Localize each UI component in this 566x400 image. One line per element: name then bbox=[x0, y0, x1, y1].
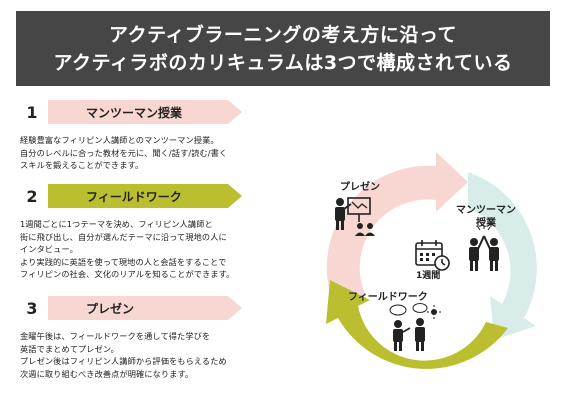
description-line: 街に飛び出し、自分が選んだテーマに沿って現地の人に bbox=[20, 231, 227, 242]
title-line-2: アクティラボのカリキュラムは3つで構成されている bbox=[53, 51, 513, 74]
section-number: 3 bbox=[16, 294, 48, 322]
section-header: 3 プレゼン bbox=[16, 294, 316, 322]
cycle-diagram: プレゼン マンツーマン 授業 フィールドワーク 1週間 bbox=[318, 150, 550, 390]
cycle-label-mantoman: マンツーマン 授業 bbox=[456, 204, 516, 230]
section-presen: 3 プレゼン 金曜午後は、フィールドワークを通して得た学びを 英語でまとめてプレ… bbox=[16, 294, 316, 380]
interview-icon bbox=[389, 303, 441, 351]
section-description: 金曜午後は、フィールドワークを通して得た学びを 英語でまとめてプレゼン。 プレゼ… bbox=[16, 330, 316, 380]
description-line: フィリピンの社会、文化のリアルを知ることができます。 bbox=[20, 269, 235, 279]
calendar-icon bbox=[415, 240, 450, 271]
section-title-bar: フィールドワーク bbox=[48, 184, 242, 208]
description-line: 経験豊富なフィリピン人講師とのマンツーマン授業。 bbox=[20, 135, 219, 145]
section-header: 2 フィールドワーク bbox=[16, 182, 316, 210]
section-title-bar: マンツーマン授業 bbox=[48, 100, 242, 124]
section-header: 1 マンツーマン授業 bbox=[16, 98, 316, 126]
cycle-label-week: 1週間 bbox=[416, 271, 441, 281]
cycle-label-mantoman-line1: マンツーマン bbox=[456, 205, 516, 216]
high-five-icon bbox=[469, 226, 499, 271]
calendar-grid bbox=[420, 253, 435, 261]
section-fieldwork: 2 フィールドワーク 1週間ごとに1つテーマを決め、フィリピン人講師と 街に飛び… bbox=[16, 182, 316, 281]
center-circle bbox=[397, 232, 469, 304]
title-banner: アクティブラーニングの考え方に沿って アクティラボのカリキュラムは3つで構成され… bbox=[16, 11, 550, 86]
description-line: 次週に取り組むべき改善点が明確になります。 bbox=[20, 368, 194, 379]
section-description: 経験豊富なフィリピン人講師とのマンツーマン授業。 自分のレベルに合った教材を元に… bbox=[16, 134, 316, 172]
description-line: インタビュー。 bbox=[20, 244, 78, 254]
description-line: 金曜午後は、フィールドワークを通して得た学びを bbox=[20, 331, 211, 341]
section-title-bar: プレゼン bbox=[48, 296, 242, 320]
section-title: マンツーマン授業 bbox=[86, 105, 183, 120]
description-line: 自分のレベルに合った教材を元に、聞く/話す/読む/書く bbox=[20, 147, 228, 158]
cycle-label-mantoman-line2: 授業 bbox=[476, 218, 496, 229]
section-number: 2 bbox=[16, 182, 48, 210]
description-line: 英語でまとめてプレゼン。 bbox=[20, 343, 119, 354]
description-line: 1週間ごとに1つテーマを決め、フィリピン人講師と bbox=[20, 219, 213, 229]
section-number: 1 bbox=[16, 98, 48, 126]
section-description: 1週間ごとに1つテーマを決め、フィリピン人講師と 街に飛び出し、自分が選んだテー… bbox=[16, 218, 316, 281]
section-title: フィールドワーク bbox=[86, 189, 182, 204]
fieldwork-arc bbox=[326, 280, 508, 369]
section-title: プレゼン bbox=[86, 301, 135, 316]
description-line: プレゼン後はフィリピン人講師から評価をもらえるため bbox=[20, 356, 227, 366]
description-line: より実践的に英語を使って現地の人と会話をすることで bbox=[20, 256, 227, 267]
cycle-label-presen: プレゼン bbox=[340, 182, 380, 193]
cycle-arrows bbox=[326, 152, 537, 369]
mantoman-arc bbox=[468, 172, 537, 340]
description-line: スキルを鍛えることができます。 bbox=[20, 160, 144, 170]
presen-arc bbox=[326, 152, 468, 300]
cycle-label-fieldwork: フィールドワーク bbox=[348, 292, 428, 303]
title-line-1: アクティブラーニングの考え方に沿って bbox=[109, 23, 457, 46]
presenter-icon bbox=[335, 197, 375, 236]
section-mantoman: 1 マンツーマン授業 経験豊富なフィリピン人講師とのマンツーマン授業。 自分のレ… bbox=[16, 98, 316, 172]
